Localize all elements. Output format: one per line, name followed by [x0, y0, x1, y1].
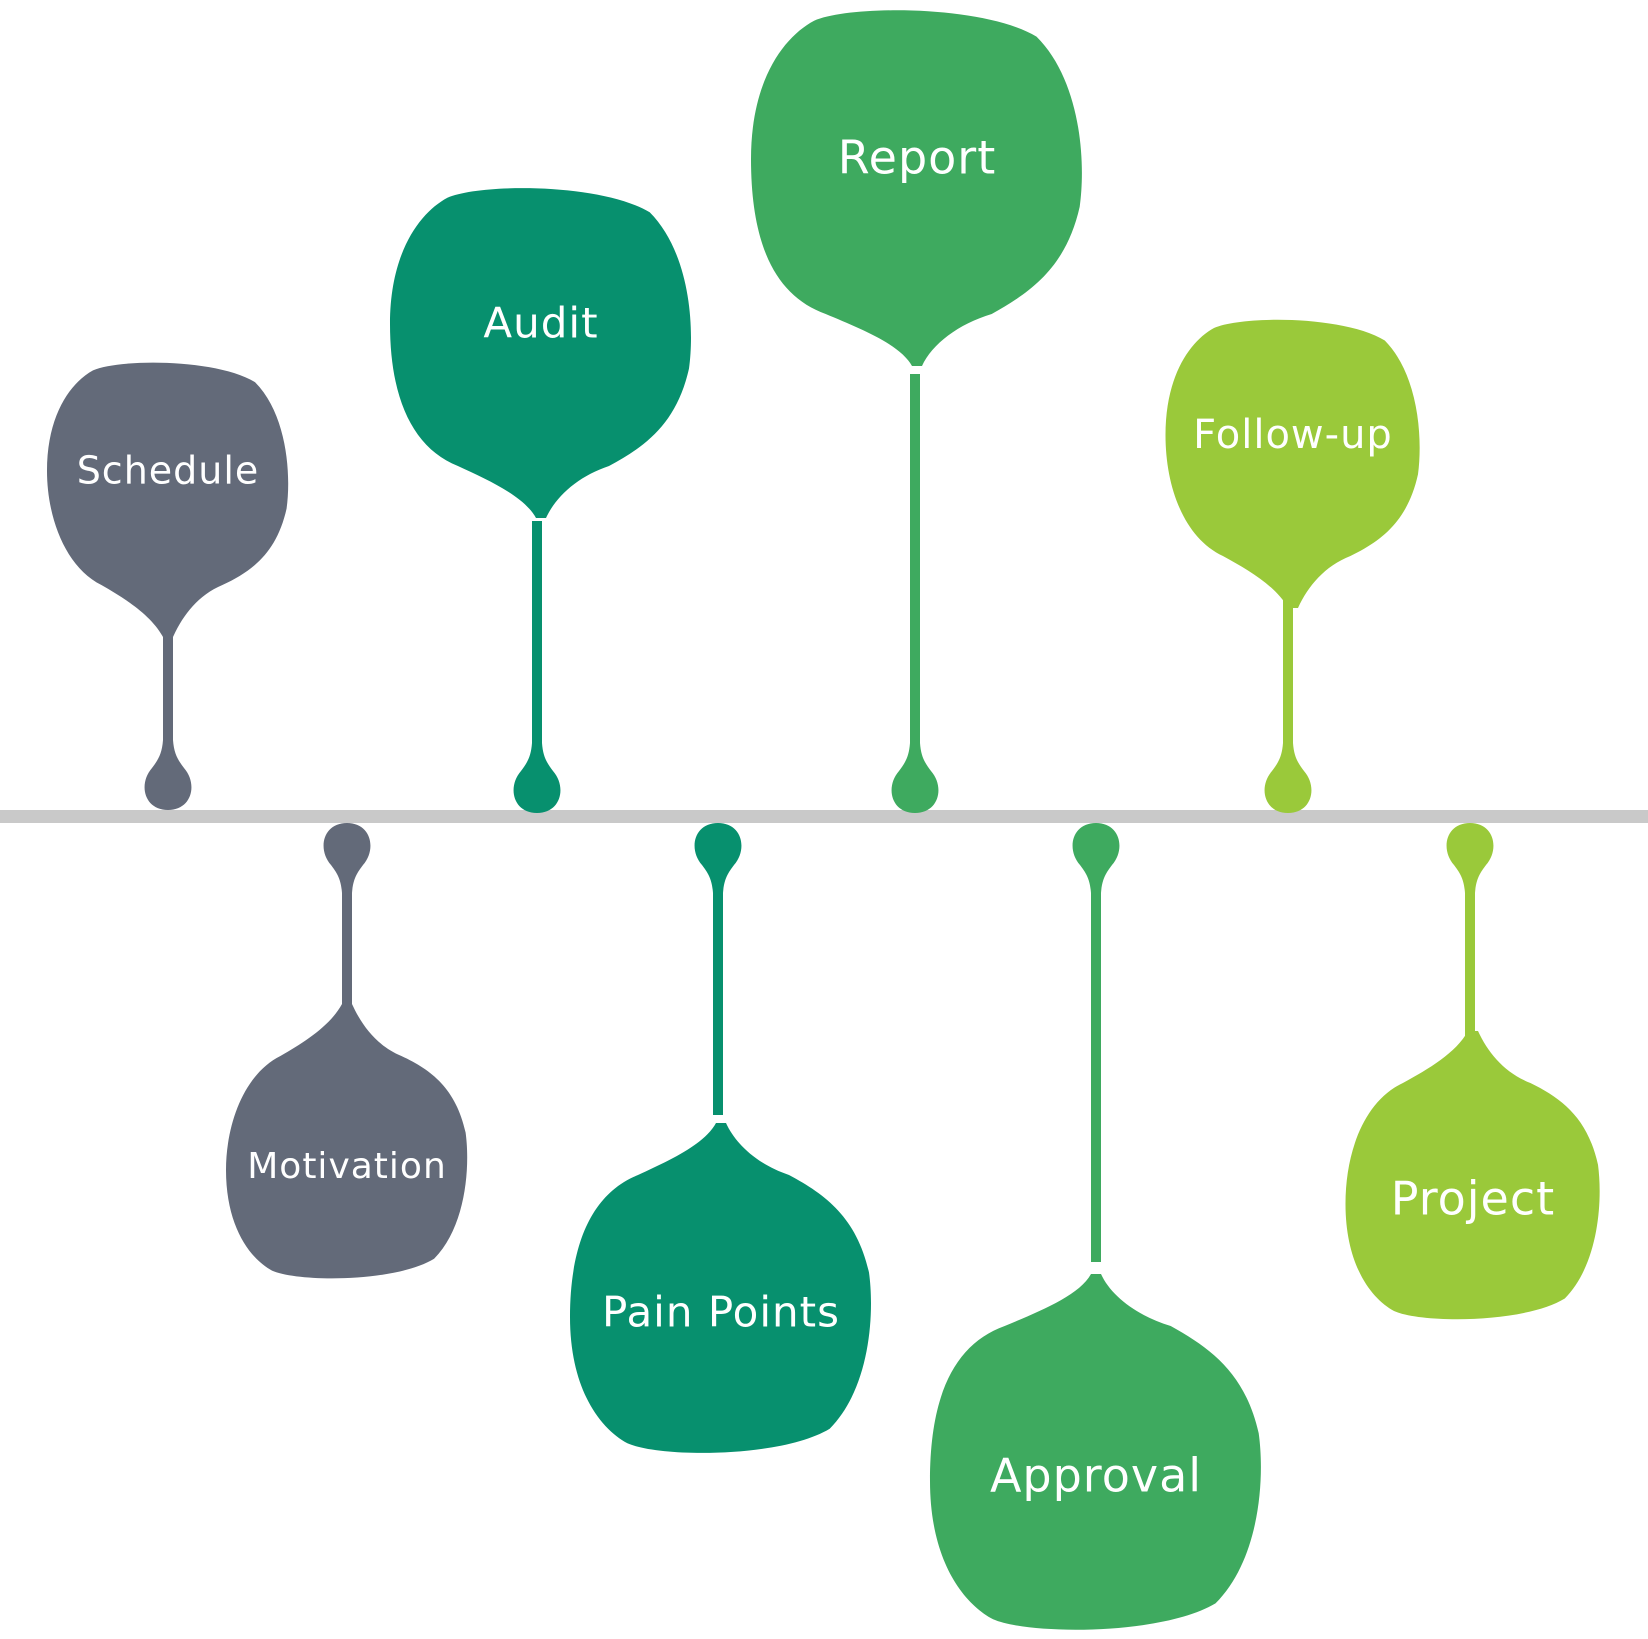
stem-pain-points	[713, 875, 723, 1115]
stem-approval	[1091, 875, 1101, 1262]
balloon-report	[751, 10, 1082, 367]
label-audit: Audit	[483, 299, 598, 348]
label-project: Project	[1391, 1172, 1555, 1226]
knob-motivation	[323, 823, 371, 893]
node-motivation	[226, 823, 468, 1279]
node-report	[751, 10, 1082, 813]
stem-report	[910, 374, 920, 761]
stem-audit	[532, 521, 542, 761]
knob-project	[1446, 823, 1494, 893]
label-approval: Approval	[990, 1449, 1202, 1503]
node-follow-up	[1165, 319, 1420, 813]
knob-report	[891, 743, 939, 813]
label-schedule: Schedule	[77, 449, 260, 493]
knob-schedule	[144, 740, 192, 810]
stem-schedule	[163, 628, 173, 758]
stem-follow-up	[1283, 600, 1293, 761]
knob-audit	[513, 743, 561, 813]
node-layer	[47, 10, 1600, 1630]
balloon-project	[1345, 1031, 1600, 1320]
balloon-motivation	[226, 1004, 468, 1279]
balloon-audit	[390, 188, 691, 518]
balloon-follow-up	[1165, 319, 1420, 608]
knob-approval	[1072, 823, 1120, 893]
label-follow-up: Follow-up	[1193, 412, 1393, 458]
balloon-schedule	[47, 362, 289, 637]
stem-motivation	[342, 875, 352, 1012]
node-approval	[930, 823, 1261, 1630]
stem-project	[1465, 875, 1475, 1039]
knob-follow-up	[1264, 743, 1312, 813]
node-audit	[390, 188, 691, 813]
node-schedule	[47, 362, 289, 810]
label-pain-points: Pain Points	[602, 1288, 840, 1337]
label-motivation: Motivation	[247, 1146, 447, 1187]
timeline-axis-line	[0, 810, 1648, 823]
knob-pain-points	[694, 823, 742, 893]
node-project	[1345, 823, 1600, 1320]
balloon-pain-points	[570, 1123, 871, 1453]
label-report: Report	[838, 131, 997, 185]
node-pain-points	[570, 823, 871, 1453]
balloon-approval	[930, 1274, 1261, 1630]
